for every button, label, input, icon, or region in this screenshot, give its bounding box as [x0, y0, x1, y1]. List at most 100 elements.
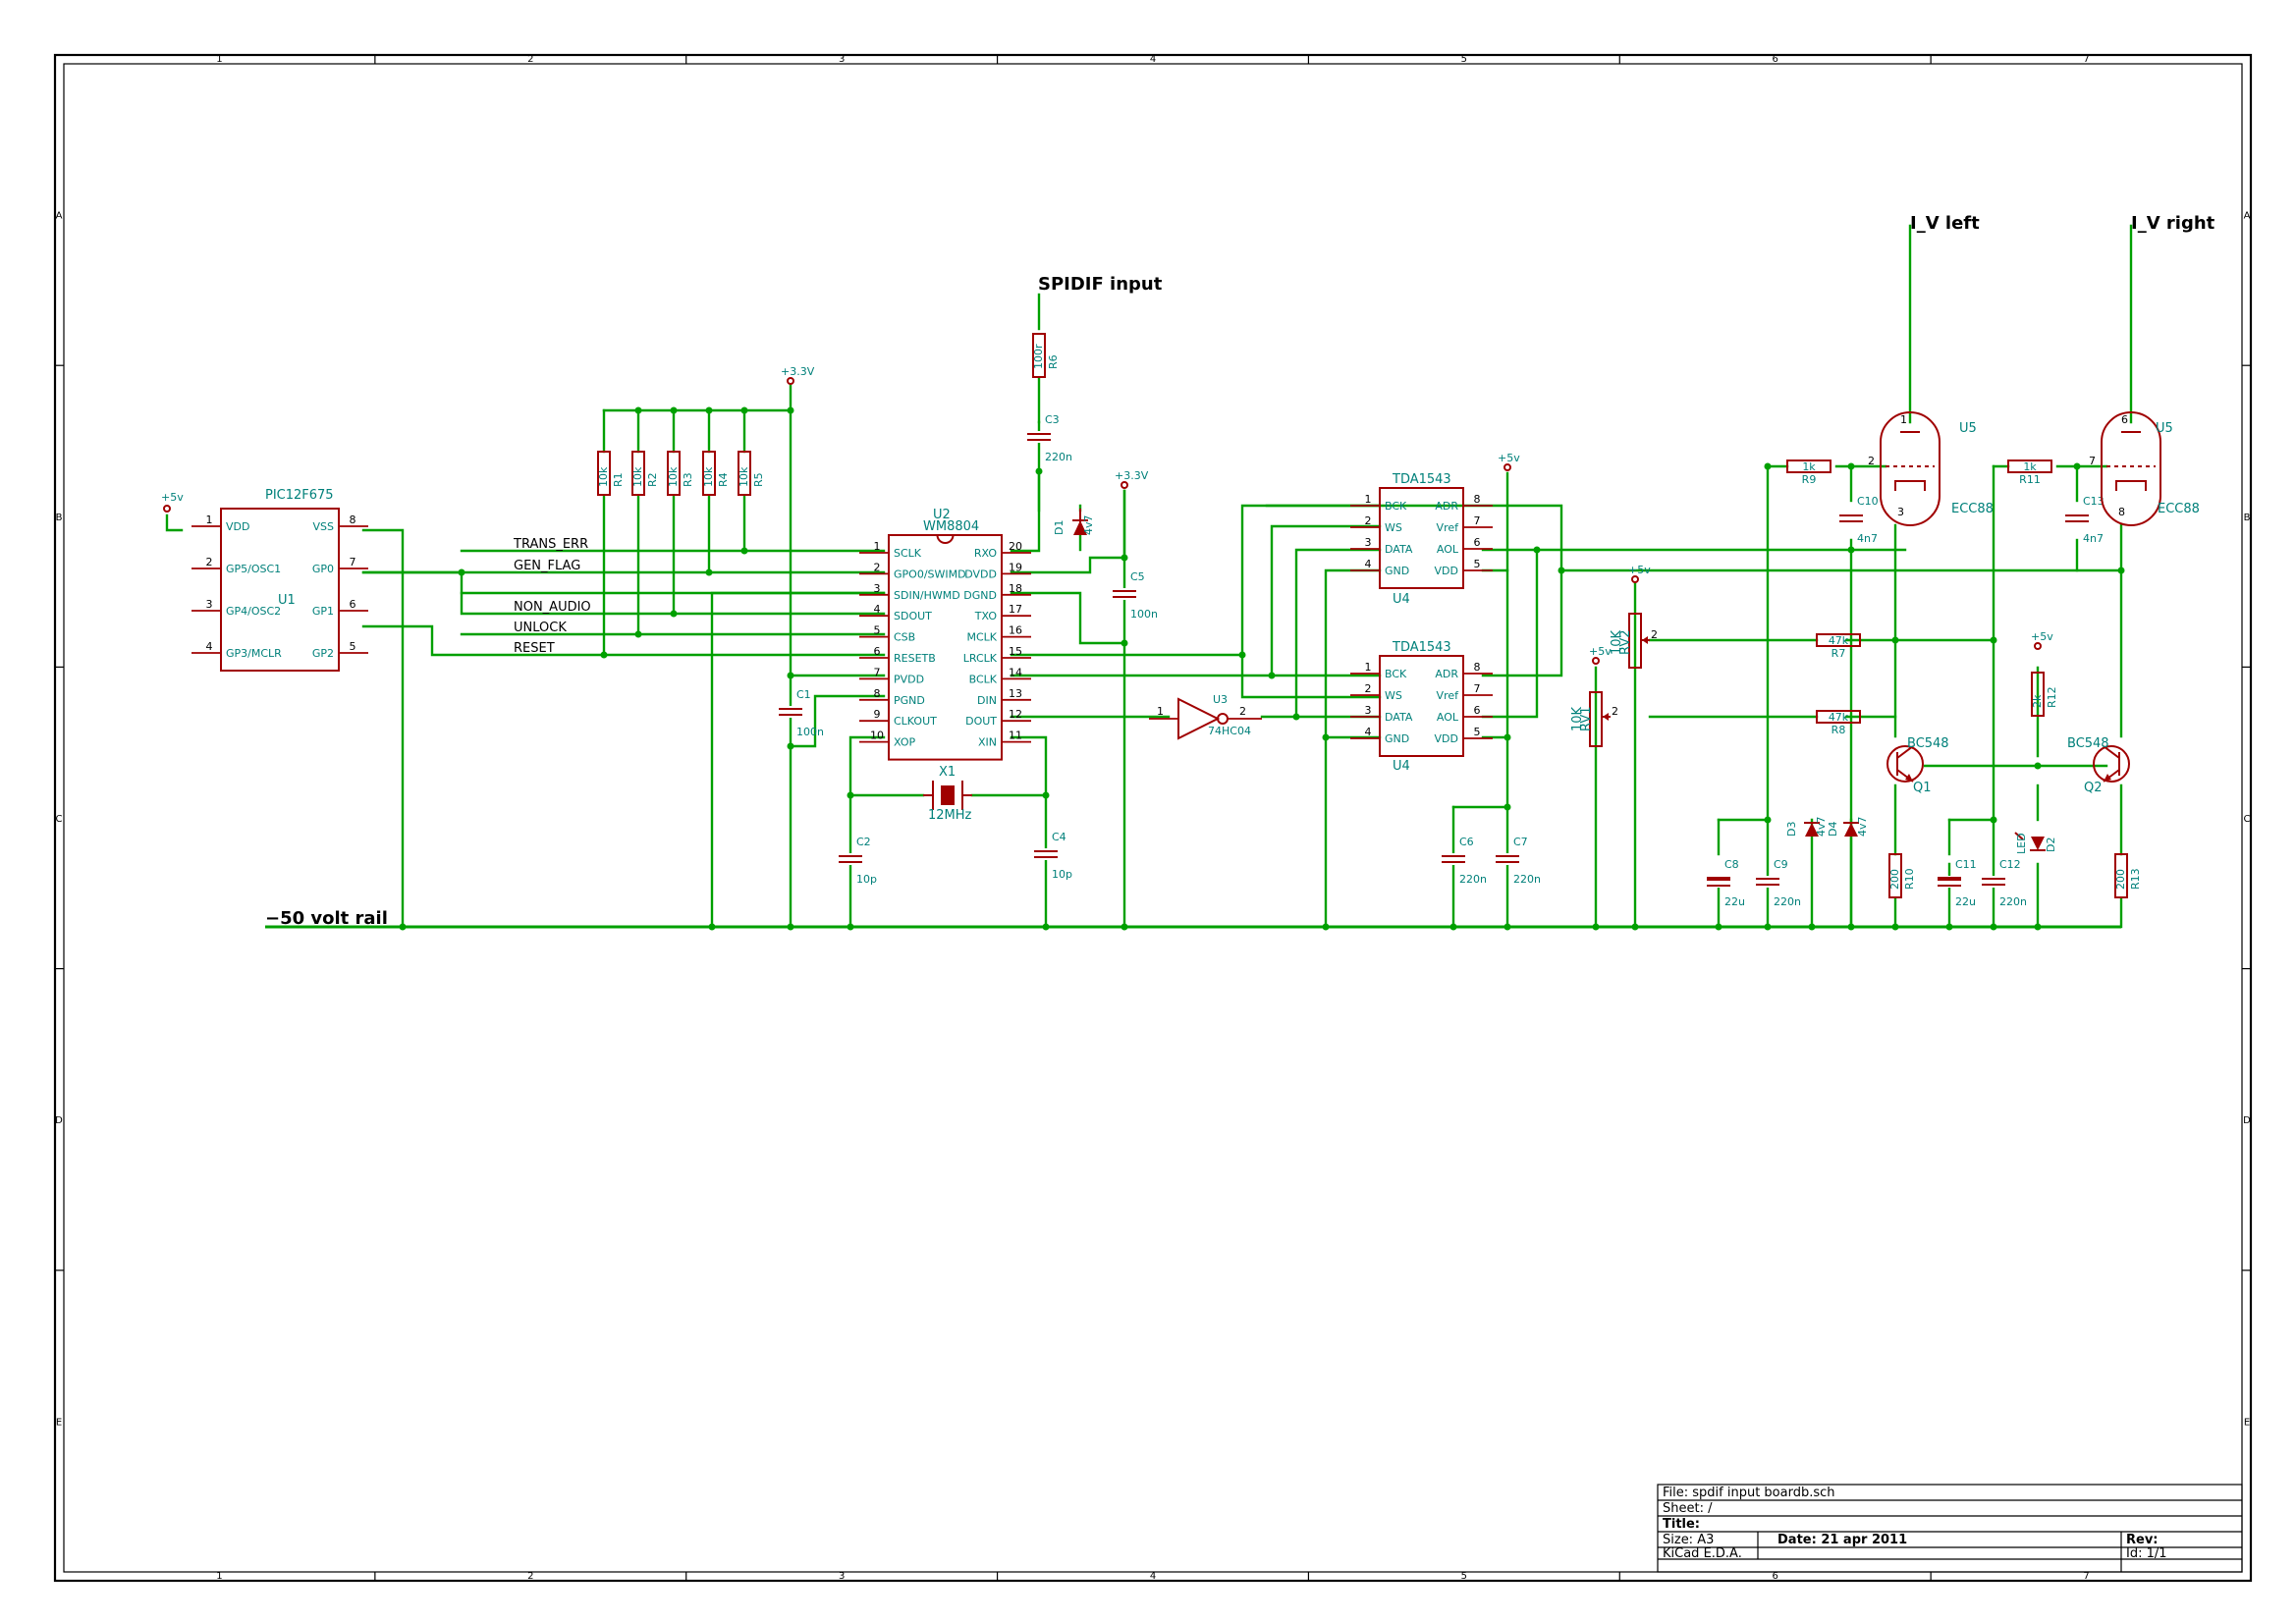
pin-number: 1 [874, 540, 881, 553]
u5b-part: ECC88 [2158, 502, 2200, 516]
u5a-pin3: 3 [1897, 506, 1904, 518]
rv1-ref: RV1 [1579, 707, 1594, 732]
column-marker-top: 4 [1150, 54, 1156, 65]
title-block-id: Id: 1/1 [2126, 1546, 2167, 1561]
q1-part: BC548 [1907, 736, 1949, 751]
c8-ref: C8 [1724, 858, 1739, 871]
pin-name: DATA [1385, 711, 1413, 724]
title-block-tool: KiCad E.D.A. [1663, 1546, 1742, 1561]
pin-number: 3 [1365, 704, 1372, 717]
rv1-value: 10K [1570, 706, 1585, 731]
pin-number: 1 [206, 514, 213, 526]
r3-ref: R3 [682, 472, 694, 487]
pin-number: 8 [874, 687, 881, 700]
title-block-date: Date: 21 apr 2011 [1777, 1533, 1907, 1547]
row-marker-left: A [56, 211, 63, 222]
column-marker-top: 3 [839, 54, 845, 65]
pin-number: 7 [1474, 514, 1481, 527]
u5a-pin1: 1 [1900, 413, 1907, 426]
net-label-gen-flag: GEN_FLAG [514, 559, 580, 573]
u3-part: 74HC04 [1208, 725, 1251, 737]
rv2-pin: 2 [1651, 628, 1658, 641]
u2-ref: U2 [933, 508, 951, 522]
pin-number: 5 [1474, 726, 1481, 738]
pin-name: VDD [1435, 732, 1458, 745]
c2-value: 10p [856, 873, 877, 886]
ic-u1-pic12f675: PIC12F675U11VDD2GP5/OSC13GP4/OSC24GP3/MC… [191, 488, 368, 672]
pin-name: DVDD [964, 568, 997, 580]
u5b-ref: U5 [2156, 421, 2173, 436]
pin-name: SDOUT [894, 610, 932, 622]
c4-ref: C4 [1052, 831, 1066, 843]
power-label-rv1: +5v [1589, 645, 1612, 658]
pin-name: Vref [1437, 521, 1460, 534]
r4-ref: R4 [717, 472, 730, 487]
d1-value: 4v7 [1082, 514, 1095, 535]
r13-ref: R13 [2129, 868, 2142, 890]
pin-name: BCK [1385, 500, 1407, 513]
r8-ref: R8 [1831, 724, 1846, 736]
power-flags: +5v +3.3V +3.3V +5v +5v +5v +5v [161, 365, 2053, 665]
c5-ref: C5 [1130, 570, 1145, 583]
transistor-q2: BC548 Q2 [2067, 736, 2130, 795]
u3-pin-in: 1 [1157, 705, 1164, 718]
u4b-ref: U4 [1393, 759, 1410, 774]
diode-d1: D1 4v7 [1053, 509, 1095, 535]
c10-ref: C10 [1857, 495, 1879, 508]
column-marker-bottom: 5 [1461, 1571, 1467, 1582]
pin-name: ADR [1435, 500, 1458, 513]
pin-name: DIN [977, 694, 997, 707]
pin-name: GP1 [312, 605, 334, 618]
pin-name: CSB [894, 631, 915, 644]
d3-value: 4v7 [1815, 816, 1828, 837]
d2-ref: D2 [2045, 838, 2057, 852]
pin-number: 3 [206, 598, 213, 611]
pin-name: AOL [1437, 543, 1459, 556]
pin-name: ADR [1435, 668, 1458, 680]
pin-number: 2 [1365, 682, 1372, 695]
power-label-pullups: +3.3V [781, 365, 815, 378]
tube-u5-right: U5 ECC88 6 7 8 [2089, 411, 2200, 526]
column-marker-bottom: 6 [1773, 1571, 1778, 1582]
u4a-ref: U4 [1393, 592, 1410, 607]
pin-name: CLKOUT [894, 715, 937, 728]
pin-name: TXO [974, 610, 998, 622]
title-block-title: Title: [1663, 1517, 1700, 1532]
pin-number: 9 [874, 708, 881, 721]
pin-number: 4 [874, 603, 881, 616]
u5a-pin2: 2 [1868, 455, 1875, 467]
diode-d3: D3 4v7 [1785, 816, 1828, 837]
pin-name: GP4/OSC2 [226, 605, 281, 618]
u5a-ref: U5 [1959, 421, 1977, 436]
column-marker-top: 2 [527, 54, 533, 65]
pin-number: 7 [874, 666, 881, 678]
pin-number: 20 [1009, 540, 1022, 553]
column-marker-bottom: 4 [1150, 1571, 1156, 1582]
pin-name: VSS [313, 520, 335, 533]
diode-d2-led: LED D2 [2014, 832, 2057, 854]
d1-ref: D1 [1053, 520, 1066, 535]
pin-name: VDD [226, 520, 249, 533]
r2-ref: R2 [646, 472, 659, 487]
q1-ref: Q1 [1913, 781, 1932, 795]
pot-rv2: RV2 10K 2 [1610, 613, 1658, 669]
pin-name: VDD [1435, 565, 1458, 577]
pin-number: 2 [874, 561, 881, 573]
c12-value: 220n [1999, 895, 2027, 908]
pin-name: GP5/OSC1 [226, 563, 281, 575]
pin-number: 5 [1474, 558, 1481, 570]
u4b-part-name: TDA1543 [1392, 640, 1451, 655]
rv1-pin: 2 [1612, 705, 1618, 718]
pin-number: 15 [1009, 645, 1022, 658]
crystal-x1: X1 12MHz [923, 765, 972, 823]
r6-ref: R6 [1047, 354, 1060, 369]
